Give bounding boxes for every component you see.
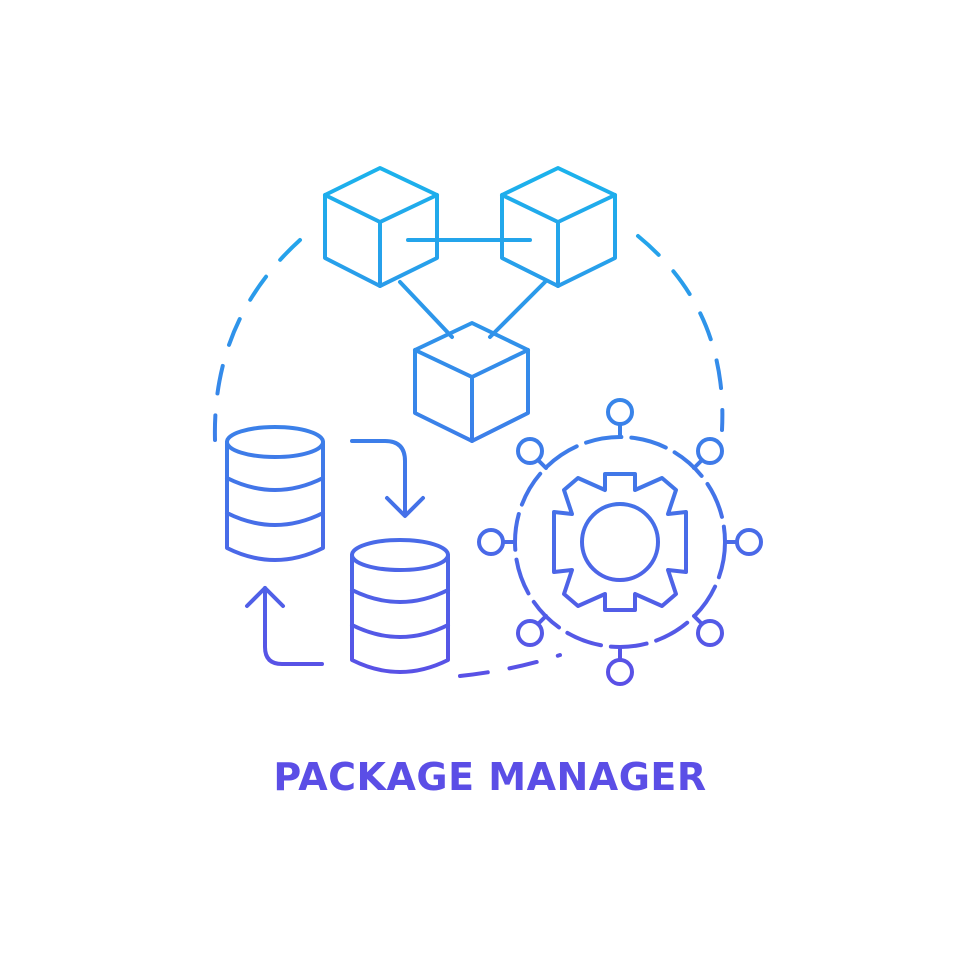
- cube-icon: [413, 321, 530, 443]
- network-node-icon: [477, 398, 763, 686]
- dashed-outline-arc: [212, 238, 302, 442]
- dashed-outline-arc-right: [636, 234, 725, 432]
- cube-icon: [323, 166, 439, 288]
- database-icon: [225, 425, 325, 562]
- arrow-icon: [245, 586, 324, 666]
- arrow-icon: [350, 439, 425, 518]
- cube-link-right: [488, 280, 547, 339]
- dashed-outline-arc-bottom: [458, 653, 562, 678]
- cube-icon: [500, 166, 617, 288]
- cube-link-left: [398, 280, 454, 339]
- database-icon: [350, 538, 450, 674]
- illustration-caption: PACKAGE MANAGER: [273, 755, 707, 799]
